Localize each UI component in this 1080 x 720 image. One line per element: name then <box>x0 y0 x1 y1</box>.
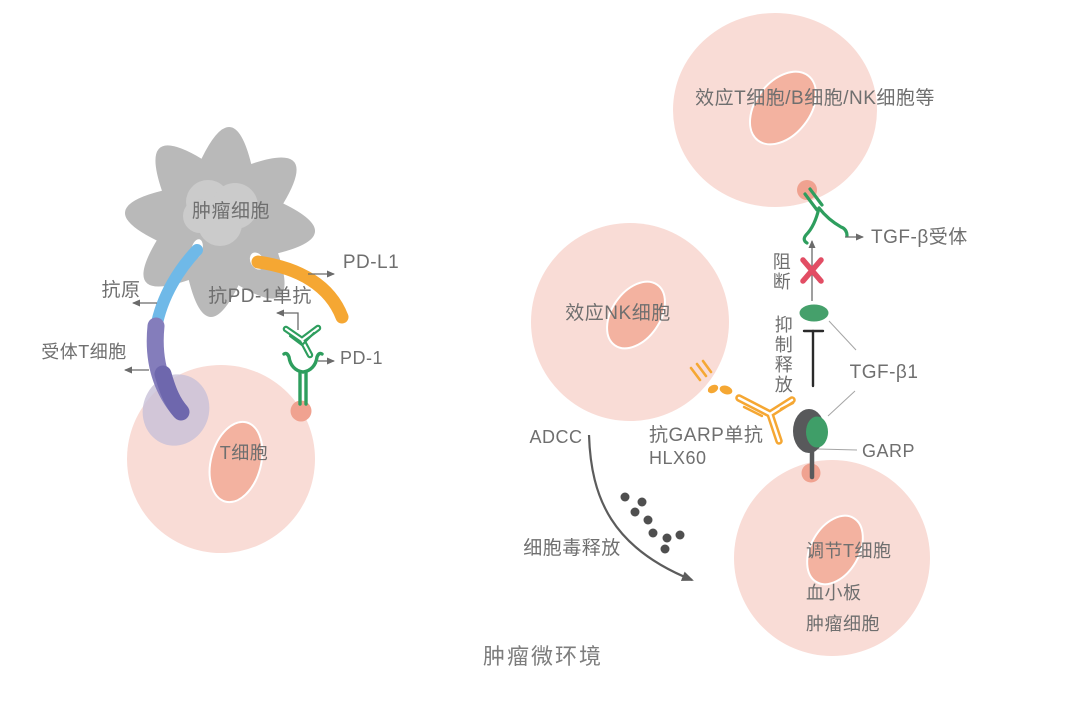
effector-nk-label: 效应NK细胞 <box>565 303 671 324</box>
adcc-arrow <box>587 434 694 582</box>
tgfb1-free-oval <box>799 304 829 322</box>
tgfb1-line-lower <box>827 390 856 417</box>
left-pointer-arrows <box>124 270 335 374</box>
pd1-receptor-icon <box>282 351 324 406</box>
anti-garp-antibody-icon <box>735 394 796 445</box>
tgfb1-label: TGF-β1 <box>849 362 919 383</box>
anti-pd1-antibody-icon <box>282 324 322 359</box>
tumor-cell-label: 肿瘤细胞 <box>191 201 271 222</box>
tgfb1-line-upper <box>828 320 857 351</box>
cytotoxic-granules <box>620 492 685 554</box>
pdl1-curve <box>251 255 349 324</box>
tgfbr-membrane-dot <box>797 180 817 200</box>
regulatory-t-cell-label: 调节T细胞 <box>806 541 892 561</box>
pdl1-label: PD-L1 <box>342 252 400 273</box>
tcr-curve-tip <box>154 365 190 421</box>
treg-cell-nucleus <box>806 514 864 586</box>
cytotoxin-release-label: 细胞毒释放 <box>523 538 621 559</box>
receptor-t-cell-label: 受体T细胞 <box>41 342 127 362</box>
anti-garp-label: 抗GARP单抗 <box>649 425 764 446</box>
hlx60-label: HLX60 <box>649 448 707 468</box>
inhibit-release-label: 抑制释放 <box>772 315 793 395</box>
anti-pd1-arrow <box>276 309 299 330</box>
thin-pointer-lines <box>817 320 858 451</box>
antibody-fragment-icon <box>689 359 733 395</box>
tme-caption: 肿瘤微环境 <box>482 644 604 669</box>
t-cell-label: T细胞 <box>219 443 269 463</box>
adcc-label: ADCC <box>529 427 583 447</box>
garp-label: GARP <box>862 441 916 461</box>
garp-bound-tgfb1 <box>806 416 828 448</box>
inhibit-tbar-icon <box>802 329 825 388</box>
effector-cells-label: 效应T细胞/B细胞/NK细胞等 <box>695 88 935 109</box>
tgfb-receptor-icon <box>802 187 849 245</box>
tumor-cell-inner-blob <box>183 180 258 246</box>
t-cell-nucleus <box>208 420 264 504</box>
effector-cells-nucleus <box>748 70 818 146</box>
platelet-label: 血小板 <box>806 583 862 603</box>
pd1-label: PD-1 <box>340 348 384 368</box>
tgfb-receptor-label: TGF-β受体 <box>871 227 968 248</box>
antigen-label: 抗原 <box>101 280 141 301</box>
garp-line <box>817 448 858 451</box>
pd1-membrane-dot <box>290 400 312 422</box>
block-label: 阻断 <box>770 252 791 292</box>
tumor-cell2-label: 肿瘤细胞 <box>806 614 880 634</box>
effector-nk-nucleus <box>606 280 666 350</box>
block-x-icon <box>800 257 824 284</box>
anti-pd1-label: 抗PD-1单抗 <box>208 286 312 307</box>
